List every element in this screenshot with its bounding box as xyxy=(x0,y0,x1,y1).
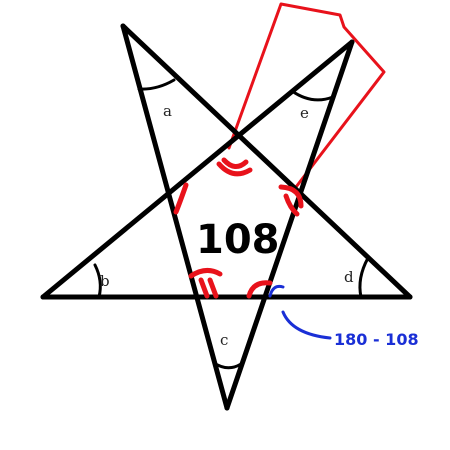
angle-arc-d xyxy=(358,256,370,299)
star-edge xyxy=(224,39,355,411)
angle-label-d: d xyxy=(344,268,354,286)
inner-angle-mark-bottom-left xyxy=(188,268,223,279)
angle-arc-a xyxy=(137,78,176,91)
blue-annotation xyxy=(268,284,332,340)
inner-angle-mark-bottom-right xyxy=(246,280,273,299)
pentagram-lines xyxy=(40,23,413,411)
inner-angle-mark-right xyxy=(278,184,304,209)
inner-angle-mark-bottom-left xyxy=(207,277,219,299)
center-angle-value: 108 xyxy=(196,217,280,263)
inner-angle-mark-top xyxy=(216,161,253,177)
inner-angle-mark-left xyxy=(173,182,189,215)
angle-arc-e xyxy=(290,89,335,102)
star-edge xyxy=(40,39,355,300)
angle-arc-b xyxy=(93,263,102,299)
angle-label-b: b xyxy=(100,272,110,290)
inner-angle-mark-bottom-left xyxy=(198,277,210,299)
angle-arc-c xyxy=(212,361,243,370)
blue-leader-line xyxy=(281,310,332,340)
tip-angle-arcs xyxy=(93,78,370,370)
red-outline-shape xyxy=(227,2,386,189)
star-edge xyxy=(120,23,413,300)
angle-label-c: c xyxy=(220,331,228,349)
inner-angle-mark-top xyxy=(221,157,249,169)
exterior-angle-annotation: 180 - 108 xyxy=(334,330,419,349)
angle-label-e: e xyxy=(300,104,309,122)
red-angle-marks xyxy=(173,157,304,299)
angle-label-a: a xyxy=(163,102,172,120)
inner-angle-mark-right xyxy=(283,193,300,217)
blue-exterior-arc xyxy=(268,284,285,298)
